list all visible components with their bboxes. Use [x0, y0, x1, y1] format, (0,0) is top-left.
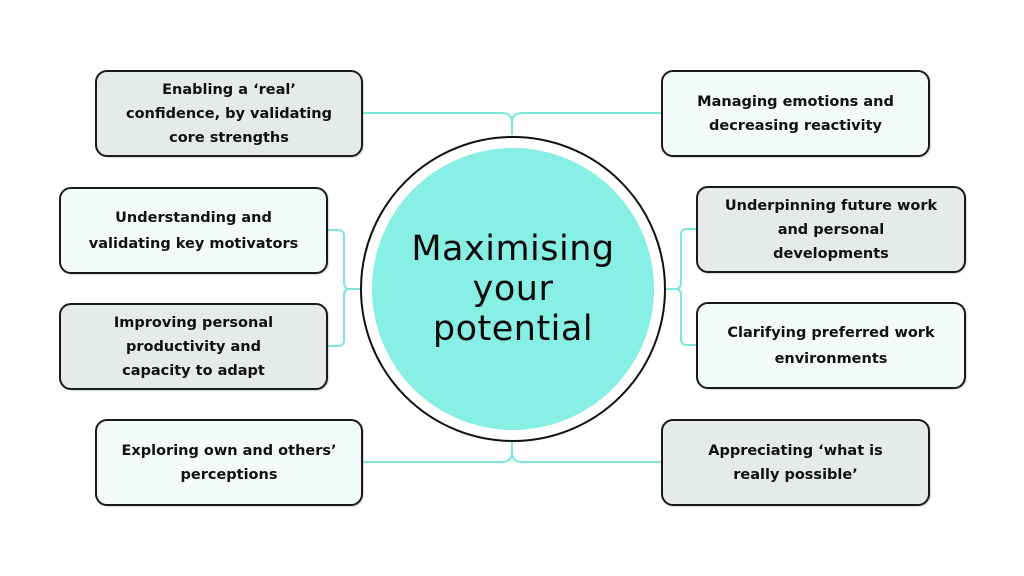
node-label: Enabling a ‘real’ confidence, by validat…	[126, 81, 332, 146]
node-perceptions: Exploring own and others’ perceptions	[95, 419, 363, 506]
node-real-confidence: Enabling a ‘real’ confidence, by validat…	[95, 70, 363, 157]
connector-right	[664, 228, 696, 346]
connector-top	[363, 112, 661, 135]
node-work-environments: Clarifying preferred work environments	[696, 302, 966, 389]
node-label: Managing emotions and decreasing reactiv…	[697, 93, 894, 134]
node-really-possible: Appreciating ‘what is really possible’	[661, 419, 930, 506]
node-label: Exploring own and others’ perceptions	[121, 442, 337, 483]
node-label: Improving personal productivity and capa…	[113, 314, 274, 379]
node-label: Appreciating ‘what is really possible’	[708, 442, 883, 483]
center-circle: Maximising your potential	[372, 148, 654, 430]
node-managing-emotions: Managing emotions and decreasing reactiv…	[661, 70, 930, 157]
center-title: Maximising your potential	[411, 229, 615, 349]
node-key-motivators: Understanding and validating key motivat…	[59, 187, 328, 274]
node-label: Clarifying preferred work environments	[727, 324, 935, 367]
connector-left	[328, 229, 361, 347]
connector-bottom	[363, 442, 661, 463]
node-future-work: Underpinning future work and personal de…	[696, 186, 966, 273]
node-label: Underpinning future work and personal de…	[724, 197, 938, 262]
node-label: Understanding and validating key motivat…	[88, 209, 299, 252]
node-personal-productivity: Improving personal productivity and capa…	[59, 303, 328, 390]
